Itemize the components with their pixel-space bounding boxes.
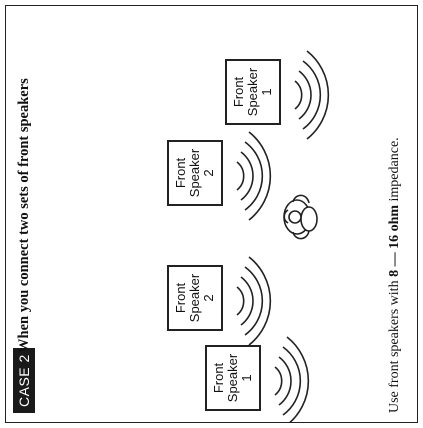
wave-group-speaker-2-left — [236, 256, 272, 346]
speaker-label-line2: Speaker — [225, 353, 240, 403]
speaker-label-line1: Front — [231, 76, 246, 108]
diagram-frame: CASE 2 When you connect two sets of fron… — [5, 5, 418, 423]
wave-group-speaker-1-left — [274, 336, 310, 423]
impedance-note-prefix: Use front speakers with — [387, 276, 402, 413]
impedance-note: Use front speakers with 8 — 16 ohm imped… — [385, 137, 405, 413]
speaker-label-line2: Speaker — [187, 273, 202, 323]
speaker-number: 2 — [201, 294, 216, 302]
listener-icon — [283, 194, 318, 240]
speaker-box-front-2-left: Front Speaker 2 — [167, 265, 223, 331]
speaker-label-line2: Speaker — [187, 148, 202, 198]
speaker-label-line1: Front — [173, 282, 188, 314]
impedance-note-suffix: impedance. — [387, 137, 402, 205]
speaker-label-line2: Speaker — [245, 67, 260, 117]
wave-group-speaker-2-right — [236, 131, 272, 221]
sound-waves-icon — [236, 50, 330, 423]
wave-group-speaker-1-right — [294, 50, 330, 140]
speaker-box-front-1-right: Front Speaker 1 — [225, 59, 281, 125]
speaker-number: 1 — [259, 88, 274, 96]
speaker-box-front-2-right: Front Speaker 2 — [167, 140, 223, 206]
speaker-label-line1: Front — [173, 157, 188, 189]
impedance-value: 8 — 16 ohm — [387, 204, 402, 277]
speaker-number: 1 — [239, 374, 254, 382]
speaker-number: 2 — [201, 169, 216, 177]
speaker-box-front-1-left: Front Speaker 1 — [205, 345, 261, 411]
diagram-content: CASE 2 When you connect two sets of fron… — [5, 5, 418, 423]
speaker-label-line1: Front — [211, 362, 226, 394]
